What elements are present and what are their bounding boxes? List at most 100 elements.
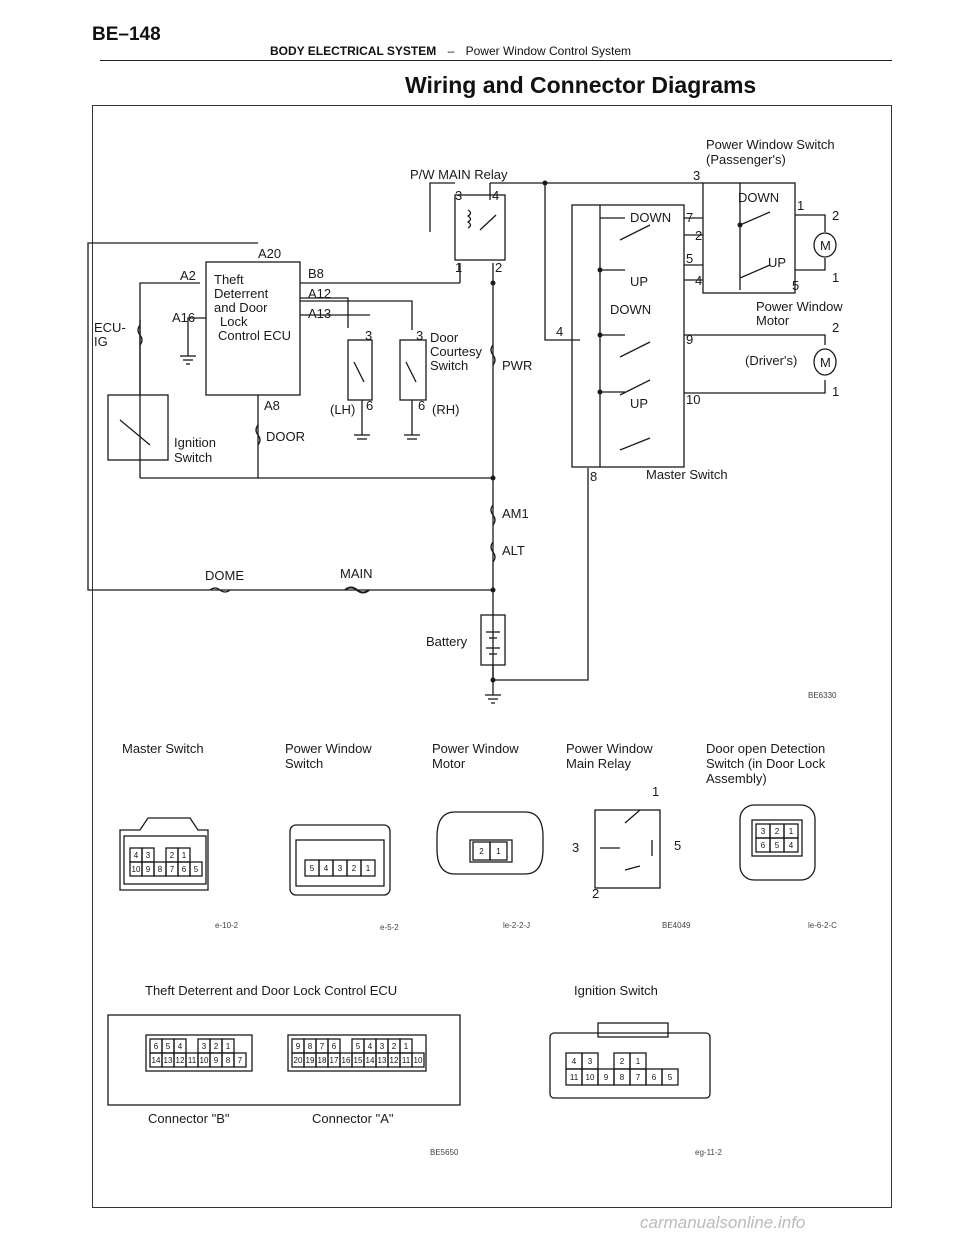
ecu-a-pin: 16 bbox=[342, 1056, 351, 1065]
switch-label: Switch bbox=[430, 358, 468, 373]
door-detect-pin: 2 bbox=[775, 827, 780, 836]
ecu-line5: Control ECU bbox=[218, 328, 291, 343]
wiring-labels: Power Window Switch (Passenger's) P/W MA… bbox=[94, 137, 843, 700]
pin-pass-1: 1 bbox=[797, 198, 804, 213]
pw-switch-cell bbox=[360, 859, 376, 877]
ecu-conn-labels: Theft Deterrent and Door Lock Control EC… bbox=[145, 983, 723, 1157]
door-detect-connector bbox=[739, 804, 816, 881]
pw-motor-cell bbox=[489, 841, 508, 861]
ecu-b-pin: 2 bbox=[214, 1042, 219, 1051]
ecu-line4: Lock bbox=[220, 314, 248, 329]
pin-motor-1: 1 bbox=[832, 270, 839, 285]
ecu-a-pin: 7 bbox=[320, 1042, 325, 1051]
ecu-a-pin: 19 bbox=[306, 1056, 315, 1065]
ecu-a-pin: 9 bbox=[296, 1042, 301, 1051]
pwr-label: PWR bbox=[502, 358, 532, 373]
pw-switch-pin: 4 bbox=[324, 864, 329, 873]
door-detect-title-1: Door open Detection bbox=[706, 741, 825, 756]
battery-label: Battery bbox=[426, 634, 468, 649]
motor-m-drv: M bbox=[820, 355, 831, 370]
ignition-conn-title: Ignition Switch bbox=[574, 983, 658, 998]
pw-motor-pin: 1 bbox=[496, 847, 501, 856]
relay-pin-label: 5 bbox=[674, 838, 681, 853]
pin-pass-5: 5 bbox=[792, 278, 799, 293]
door-detect-title-3: Assembly) bbox=[706, 771, 767, 786]
master-switch-connector bbox=[119, 817, 209, 891]
ecu-b-pin: 6 bbox=[154, 1042, 159, 1051]
door-detect-pin: 1 bbox=[789, 827, 794, 836]
master-switch-pin: 9 bbox=[146, 865, 151, 874]
pw-switch-label: Power Window Switch bbox=[706, 137, 835, 152]
ecu-a-pin: 17 bbox=[330, 1056, 339, 1065]
door-detect-cell bbox=[783, 837, 799, 853]
ecu-a-pin: 3 bbox=[380, 1042, 385, 1051]
ecu-b-cell bbox=[233, 1052, 247, 1068]
master-switch-conn-title: Master Switch bbox=[122, 741, 204, 756]
pin-drv-motor-2: 2 bbox=[832, 320, 839, 335]
pin-relay-2: 2 bbox=[495, 260, 502, 275]
diagram-frame bbox=[92, 105, 892, 1208]
pin-pass-3: 3 bbox=[693, 168, 700, 183]
ignition-pin: 7 bbox=[636, 1073, 641, 1082]
door-fuse-label: DOOR bbox=[266, 429, 305, 444]
ecu-a-pin: 14 bbox=[366, 1056, 375, 1065]
ignition-pin: 5 bbox=[668, 1073, 673, 1082]
ecu-a-pin: 6 bbox=[332, 1042, 337, 1051]
relay-label: P/W MAIN Relay bbox=[410, 167, 508, 182]
ecu-a-pin: 15 bbox=[354, 1056, 363, 1065]
relay-pin-label: 2 bbox=[592, 886, 599, 901]
header-rule bbox=[100, 60, 892, 61]
pin-a20: A20 bbox=[258, 246, 281, 261]
ignition-pin: 9 bbox=[604, 1073, 609, 1082]
master-switch-pin: 10 bbox=[132, 865, 141, 874]
am1-label: AM1 bbox=[502, 506, 529, 521]
pin-a16: A16 bbox=[172, 310, 195, 325]
relay-pin-label: 1 bbox=[652, 784, 659, 799]
page-number: BE–148 bbox=[92, 24, 161, 45]
pin-labels: A20 A2 A16 B8 A12 A13 A8 3 4 1 2 3 3 6 6… bbox=[172, 168, 839, 484]
ignition-pin: 4 bbox=[572, 1057, 577, 1066]
pin-a13: A13 bbox=[308, 306, 331, 321]
pin-lh-3: 3 bbox=[365, 328, 372, 343]
pw-motor-label1: Power Window bbox=[756, 299, 843, 314]
alt-label: ALT bbox=[502, 543, 525, 558]
dome-label: DOME bbox=[205, 568, 244, 583]
ecu-a-pin: 5 bbox=[356, 1042, 361, 1051]
ecu-b-pin: 4 bbox=[178, 1042, 183, 1051]
section-header: BODY ELECTRICAL SYSTEM – Power Window Co… bbox=[270, 44, 631, 58]
ecu-b-pin: 7 bbox=[238, 1056, 243, 1065]
ignition-pin: 6 bbox=[652, 1073, 657, 1082]
ecu-ig-label2: IG bbox=[94, 334, 108, 349]
up-label-2: UP bbox=[768, 255, 786, 270]
ecu-b-pin: 10 bbox=[200, 1056, 209, 1065]
ecu-b-pin: 9 bbox=[214, 1056, 219, 1065]
pw-switch-pin: 1 bbox=[366, 864, 371, 873]
ecu-a-pin: 2 bbox=[392, 1042, 397, 1051]
pin-pass-4: 4 bbox=[695, 273, 702, 288]
relay-conn-title-1: Power Window bbox=[566, 741, 653, 756]
master-switch-pin: 7 bbox=[170, 865, 175, 874]
ecu-b-pin: 12 bbox=[176, 1056, 185, 1065]
ecu-conn-code: BE5650 bbox=[430, 1148, 459, 1157]
ecu-b-pin: 14 bbox=[152, 1056, 161, 1065]
door-label: Door bbox=[430, 330, 459, 345]
ecu-connector-b bbox=[145, 1034, 253, 1072]
ecu-a-pin: 20 bbox=[294, 1056, 303, 1065]
ecu-a-pin: 10 bbox=[414, 1056, 423, 1065]
pin-lh-6: 6 bbox=[366, 398, 373, 413]
ecu-b-pin: 3 bbox=[202, 1042, 207, 1051]
ecu-ig-label: ECU- bbox=[94, 320, 126, 335]
down-label-1: DOWN bbox=[630, 210, 671, 225]
up-label-3: UP bbox=[630, 396, 648, 411]
ecu-line2: Deterrent bbox=[214, 286, 269, 301]
section-name: BODY ELECTRICAL SYSTEM bbox=[270, 44, 437, 58]
pw-switch-conn-title-1: Power Window bbox=[285, 741, 372, 756]
relay-pin-label: 3 bbox=[572, 840, 579, 855]
ignition-cell bbox=[661, 1068, 679, 1086]
ecu-connector-frame bbox=[107, 1014, 461, 1106]
pw-switch-pin: 5 bbox=[310, 864, 315, 873]
pin-a8: A8 bbox=[264, 398, 280, 413]
ecu-b-pin: 1 bbox=[226, 1042, 231, 1051]
page-title: Wiring and Connector Diagrams bbox=[405, 72, 757, 98]
master-switch-label: Master Switch bbox=[646, 467, 728, 482]
